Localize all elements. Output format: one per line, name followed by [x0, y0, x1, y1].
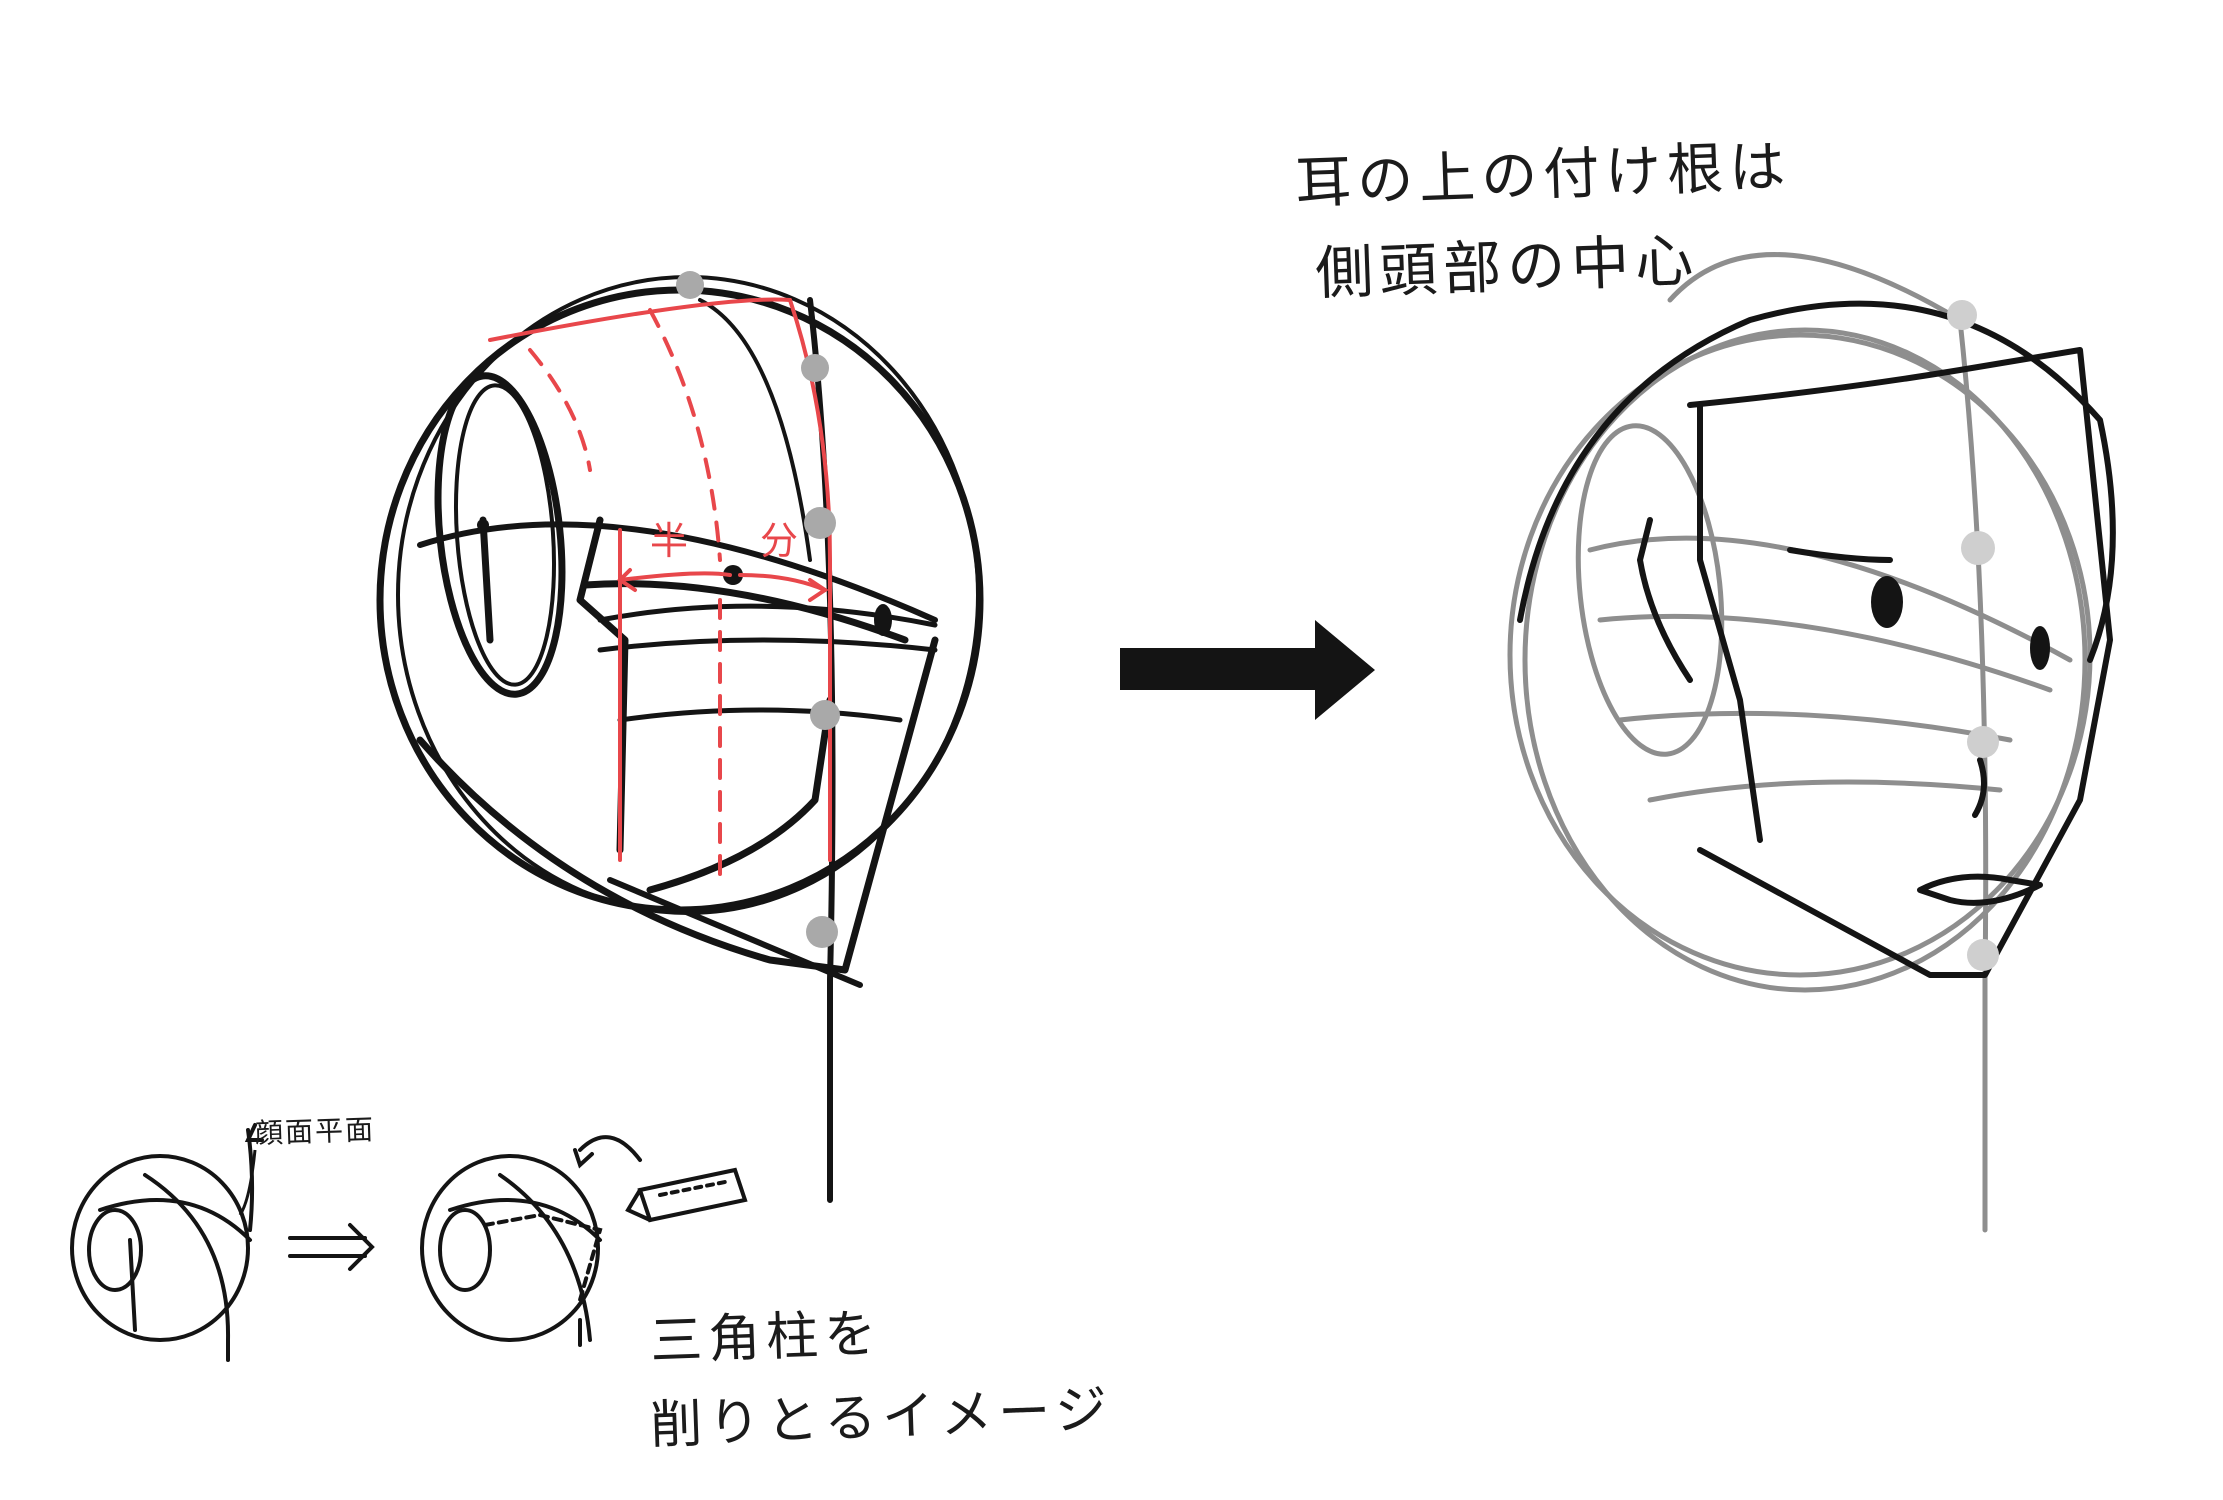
- face-plane-pointer: [238, 1149, 257, 1216]
- finished-head-markers: [1947, 300, 1999, 971]
- red-construction-lines: [488, 297, 832, 882]
- prism-note-line1: 三角柱を: [649, 1303, 884, 1373]
- half-label-right: 分: [760, 519, 799, 563]
- face-plane-label: 顔面平面: [254, 1112, 376, 1151]
- finished-head-sketch: [1507, 252, 2116, 1233]
- half-label-left: 半: [650, 519, 689, 563]
- ear-note-line2: 側頭部の中心: [1314, 226, 1701, 308]
- construction-head-sketch: [376, 275, 984, 1203]
- right-arrow-icon: [1120, 620, 1375, 720]
- center-line-markers: [676, 271, 840, 948]
- ear-note-line1: 耳の上の付け根は: [1294, 134, 1793, 217]
- small-head-sequence: [70, 1123, 748, 1362]
